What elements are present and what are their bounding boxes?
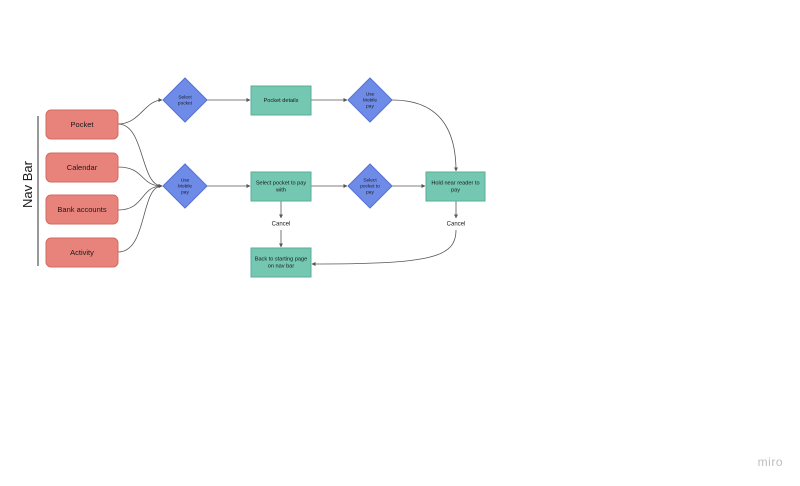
edge-pocket-to-mobile-pay-mid <box>117 123 163 188</box>
nav-item-calendar-box <box>45 152 119 183</box>
nav-item-calendar[interactable]: Calendar <box>45 152 119 183</box>
nav-item-pocket-label: Pocket <box>71 120 95 129</box>
decision-use-mobile-pay-top-text: Mobile <box>363 97 377 103</box>
edge-label-cancel-right: Cancel <box>447 222 466 228</box>
process-pocket-details-text: Pocket details <box>264 98 299 104</box>
miro-watermark: miro <box>757 455 783 469</box>
process-hold-near-reader-text: pay <box>451 187 460 193</box>
process-select-pocket-to-pay-box <box>250 171 312 202</box>
process-back-to-start-text: Back to starting page <box>255 256 308 262</box>
decision-select-pocket-text: Select <box>178 94 192 100</box>
nav-item-activity[interactable]: Activity <box>45 237 119 268</box>
nav-item-bank-accounts[interactable]: Bank accounts <box>45 194 119 225</box>
process-pocket-details[interactable]: Pocket details <box>250 85 312 116</box>
nav-bar-label: Nav Bar <box>20 161 35 208</box>
decision-select-pocket-pay-text: pay <box>366 190 374 195</box>
nav-item-activity-box <box>45 237 119 268</box>
process-select-pocket-to-pay-text: with <box>275 187 286 193</box>
edge-label-cancel-left: Cancel <box>272 222 291 228</box>
decision-use-mobile-pay-mid-shape <box>162 163 208 209</box>
nav-item-activity-label: Activity <box>70 248 94 257</box>
edge-activity-to-mobile-pay-mid <box>117 184 163 253</box>
decision-select-pocket-pay-text: Select <box>363 177 377 183</box>
decision-use-mobile-pay-mid-text: pay <box>181 190 189 195</box>
process-hold-near-reader-text: Hold near reader to <box>431 180 479 186</box>
decision-select-pocket-text: pocket <box>178 100 193 106</box>
decision-use-mobile-pay-top-text: pay <box>366 104 374 109</box>
nav-item-bank-accounts-label: Bank accounts <box>57 205 106 214</box>
edge-cancel-right-to-back-to-start <box>311 229 457 266</box>
nav-item-pocket-box <box>45 109 119 140</box>
edge-mobile-pay-top-to-reader <box>391 99 458 172</box>
nav-item-pocket[interactable]: Pocket <box>45 109 119 140</box>
decision-select-pocket-shape <box>162 77 208 123</box>
process-select-pocket-to-pay-text: Select pocket to pay <box>256 180 307 186</box>
process-pocket-details-box <box>250 85 312 116</box>
process-back-to-start-box <box>250 247 312 278</box>
process-hold-near-reader-box <box>425 171 486 202</box>
nav-item-calendar-label: Calendar <box>67 163 98 172</box>
decision-select-pocket-pay-text: pocket to <box>360 183 380 189</box>
edge-calendar-to-mobile-pay-mid <box>117 166 163 188</box>
edge-pocket-to-select-pocket <box>117 98 163 125</box>
process-back-to-start-text: on nav bar <box>268 263 295 269</box>
decision-use-mobile-pay-mid-text: Mobile <box>178 183 192 189</box>
edge-bank-accounts-to-mobile-pay-mid <box>117 184 163 211</box>
nav-item-bank-accounts-box <box>45 194 119 225</box>
decision-use-mobile-pay-top-text: Use <box>366 91 375 97</box>
decision-use-mobile-pay-top-shape <box>347 77 393 123</box>
edge-layer <box>117 98 458 266</box>
edge-label-layer: Cancel Cancel <box>272 222 466 228</box>
decision-select-pocket-pay-shape <box>347 163 393 209</box>
decision-use-mobile-pay-mid-text: Use <box>181 177 190 183</box>
